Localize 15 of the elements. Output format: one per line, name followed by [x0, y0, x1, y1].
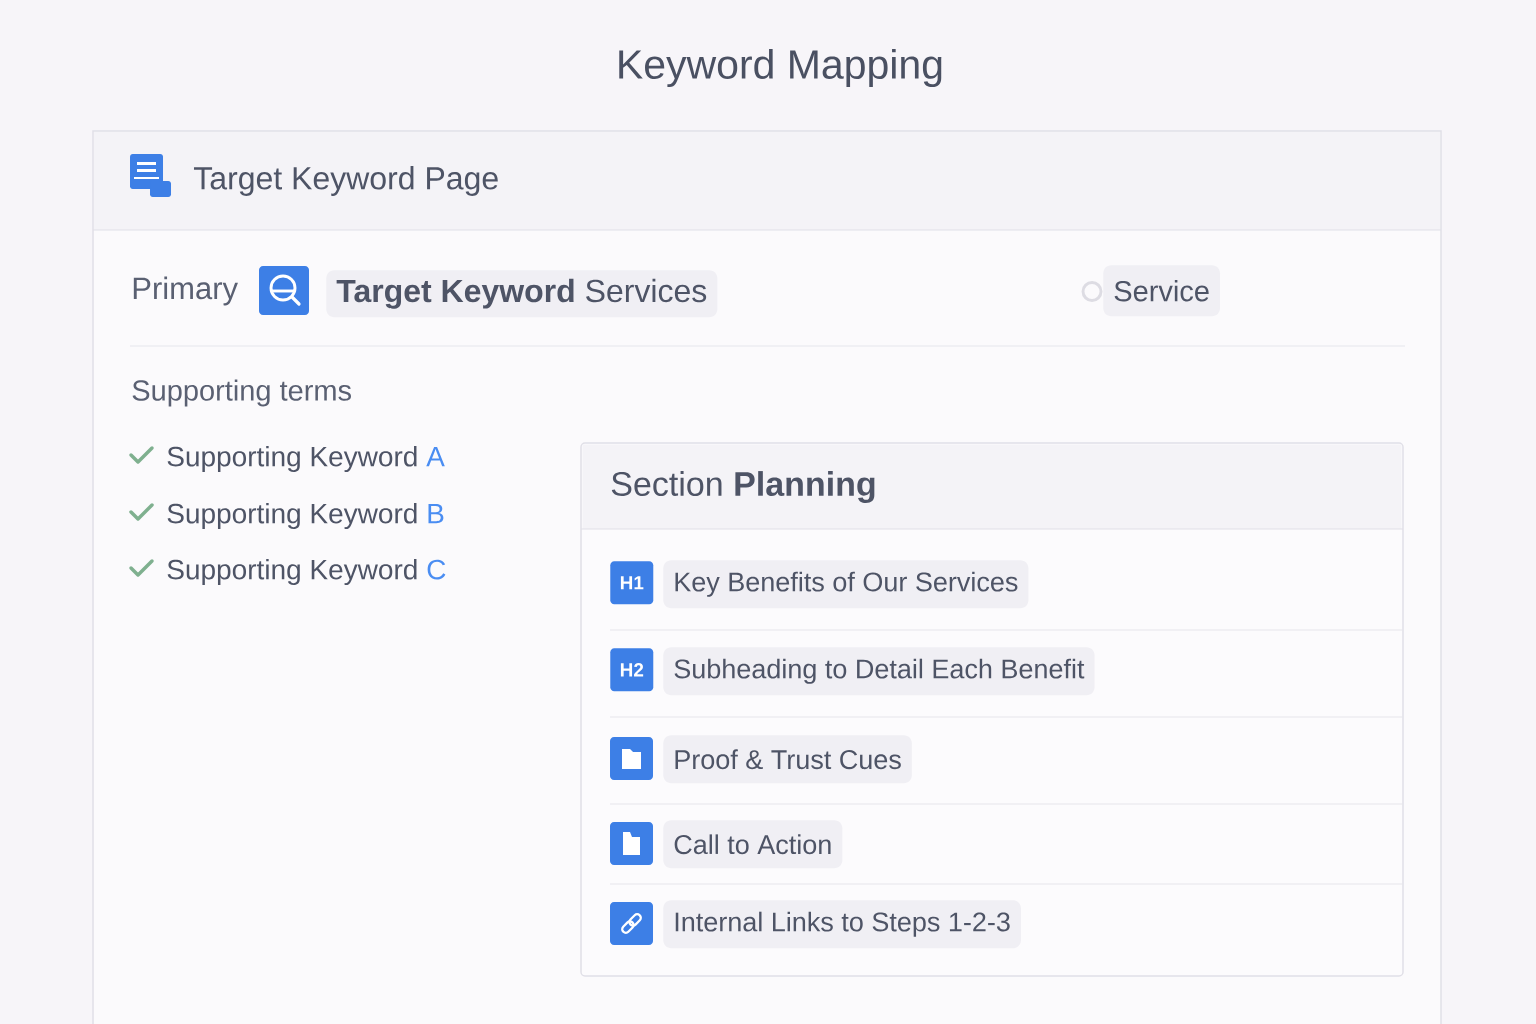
- tag-chip: Service: [1103, 265, 1220, 317]
- list-item: Supporting Keyword C: [167, 558, 446, 586]
- list-item: Supporting Keyword B: [167, 502, 444, 530]
- outline-item: Proof & Trust Cues: [663, 735, 912, 784]
- heading-badge: H2: [610, 648, 654, 692]
- section-label: Supporting terms: [132, 379, 351, 407]
- heading-badge: H1: [610, 561, 654, 605]
- title: Keyword Mapping: [619, 48, 942, 88]
- outline-item: Subheading to Detail Each Benefit: [663, 647, 1095, 696]
- keyword-chip: Target Keyword Services: [326, 270, 718, 318]
- outline-item: Key Benefits of Our Services: [663, 560, 1029, 609]
- list-item: Supporting Keyword A: [167, 445, 445, 473]
- outline-item: Internal Links to Steps 1-2-3: [663, 900, 1021, 949]
- outline-item: Call to Action: [663, 820, 843, 869]
- field-label: Primary: [133, 276, 238, 306]
